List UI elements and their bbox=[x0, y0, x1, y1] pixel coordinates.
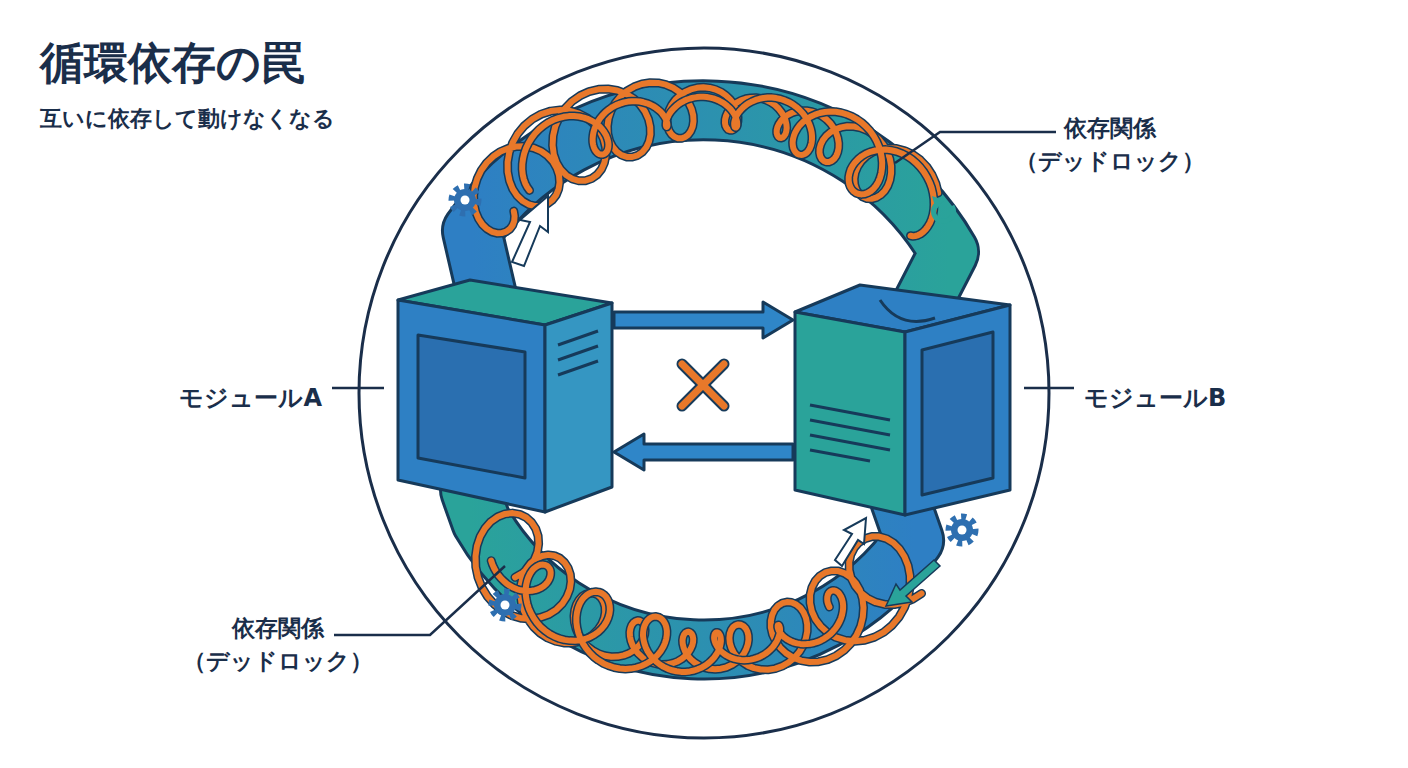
diagram-title: 循環依存の罠 bbox=[40, 34, 305, 93]
flow-arrow bbox=[835, 518, 866, 566]
dependency-label: 依存関係 （デッドロック） bbox=[178, 612, 378, 679]
module-cube bbox=[398, 280, 612, 512]
module-label: モジュールA bbox=[179, 382, 322, 414]
rope bbox=[491, 561, 843, 672]
frame-circle bbox=[359, 48, 1049, 738]
rope-outline bbox=[522, 97, 934, 236]
gear-icon bbox=[452, 187, 478, 213]
module-label: モジュールB bbox=[1084, 382, 1226, 414]
gear-icon bbox=[492, 592, 518, 618]
blocked-mark bbox=[682, 364, 724, 406]
flow-arrow bbox=[886, 560, 940, 606]
band-end bbox=[880, 300, 935, 321]
gear-icon bbox=[949, 517, 975, 543]
dependency-arrow bbox=[614, 434, 793, 470]
diagram-subtitle: 互いに依存して動けなくなる bbox=[40, 104, 335, 134]
arrow-shape bbox=[614, 434, 793, 470]
flow-arrow bbox=[512, 196, 548, 266]
module-node: モジュールA bbox=[179, 280, 612, 515]
module-cube bbox=[795, 285, 1010, 515]
rope-outline bbox=[491, 561, 843, 672]
leader-line bbox=[332, 132, 1074, 635]
rope bbox=[522, 97, 934, 236]
module-node: モジュールB bbox=[795, 280, 1226, 515]
arrow-shape bbox=[614, 302, 793, 338]
dependency-label: 依存関係 （デッドロック） bbox=[1010, 112, 1210, 179]
dependency-arrow bbox=[614, 302, 793, 338]
cycle-icon bbox=[932, 196, 954, 221]
